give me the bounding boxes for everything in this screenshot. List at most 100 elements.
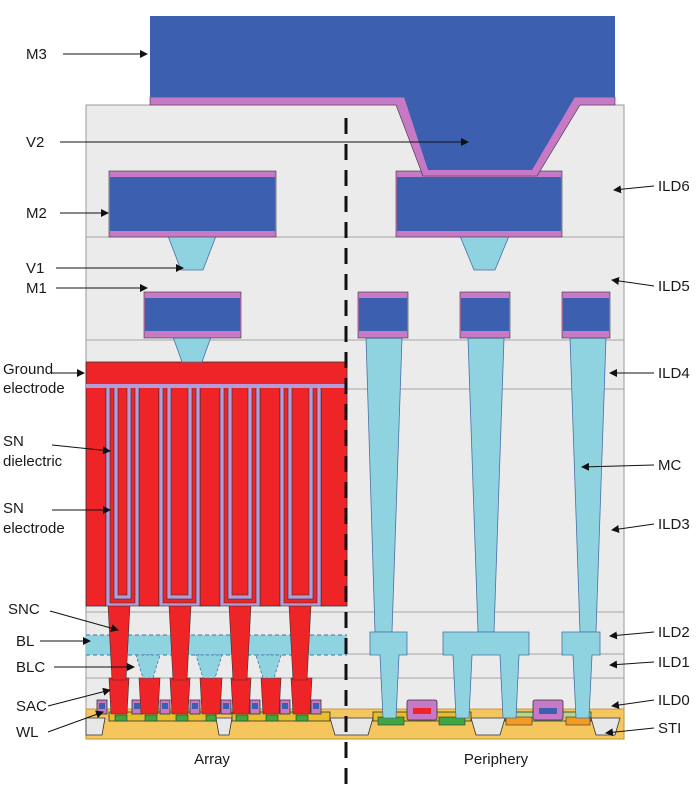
- m1-line: [563, 298, 609, 331]
- word-line-core: [134, 703, 140, 709]
- bit-line-contact: [135, 654, 161, 679]
- capacitor-array: [85, 361, 348, 607]
- word-line-core: [99, 703, 105, 709]
- storage-node-contact: [168, 604, 192, 681]
- word-line-core: [313, 703, 319, 709]
- sti-trench: [470, 717, 506, 736]
- label-sn-electrode-line1: SN: [3, 500, 24, 517]
- label-v1: V1: [26, 260, 44, 277]
- label-blc: BLC: [16, 659, 45, 676]
- periphery-landing-pad: [442, 631, 530, 719]
- ground-electrode-fill: [117, 385, 128, 596]
- leader-sti: [605, 727, 655, 737]
- label-v2: V2: [26, 134, 44, 151]
- label-sn-electrode-line2: electrode: [3, 520, 65, 537]
- label-bl: BL: [16, 633, 34, 650]
- periphery-transistors: [377, 699, 591, 726]
- region-label-periphery: Periphery: [464, 751, 529, 768]
- word-line-core: [252, 703, 258, 709]
- storage-node-contact: [288, 604, 312, 681]
- ground-electrode-finger: [320, 385, 348, 607]
- periphery-landing-pad: [369, 631, 408, 719]
- array-contact-diffusion: [235, 714, 249, 722]
- sti-trench: [215, 717, 233, 736]
- array-contact-diffusion: [114, 714, 128, 722]
- label-sac: SAC: [16, 698, 47, 715]
- m1-line: [145, 298, 240, 331]
- m1-line: [461, 298, 509, 331]
- region-label-array: Array: [194, 751, 230, 768]
- leader-mc: [581, 462, 655, 471]
- self-aligned-contact: [290, 677, 313, 715]
- sn-dielectric-top-liner: [86, 384, 347, 388]
- leader-snc: [49, 610, 119, 632]
- m2-layer: [108, 170, 563, 238]
- ground-electrode-fill: [170, 385, 189, 596]
- sti-trench: [85, 717, 106, 736]
- leader-wl: [47, 710, 104, 733]
- m2-line: [110, 177, 275, 231]
- bit-line-contact: [195, 654, 223, 679]
- word-line-core: [162, 703, 168, 709]
- leader-ild3: [611, 523, 655, 533]
- periphery-contact-right: [505, 716, 533, 726]
- leader-ild1: [609, 660, 655, 669]
- word-line-core: [223, 703, 229, 709]
- label-m3: M3: [26, 46, 47, 63]
- self-aligned-contact: [169, 677, 191, 715]
- m3-metal: [150, 16, 615, 170]
- array-contact-diffusion: [205, 714, 217, 722]
- leader-ild5: [611, 277, 655, 287]
- label-ild0: ILD0: [658, 692, 690, 709]
- word-line-core: [192, 703, 198, 709]
- ground-electrode-finger: [85, 385, 107, 607]
- bit-line: [86, 635, 347, 655]
- m1-layer: [143, 291, 611, 339]
- m3-v2-layer: [149, 16, 616, 177]
- array-contact-diffusion: [175, 714, 189, 722]
- right-leader-lines: [581, 185, 655, 737]
- ground-electrode-finger: [259, 385, 281, 607]
- label-m1: M1: [26, 280, 47, 297]
- ground-electrode-plate: [85, 361, 348, 387]
- label-ground-electrode-line1: Ground: [3, 361, 53, 378]
- self-aligned-contact: [138, 677, 161, 715]
- leader-ild6: [613, 185, 655, 194]
- storage-node-contact: [107, 604, 131, 681]
- left-labels: M3 V2 M2 V1 M1 Ground electrode SN diele…: [3, 46, 65, 741]
- label-ild2: ILD2: [658, 624, 690, 641]
- label-m2: M2: [26, 205, 47, 222]
- self-aligned-contact: [230, 677, 252, 715]
- label-sti: STI: [658, 720, 681, 737]
- sti-trench: [329, 717, 374, 736]
- label-sn-dielectric-line2: dielectric: [3, 453, 63, 470]
- label-ild5: ILD5: [658, 278, 690, 295]
- label-ild6: ILD6: [658, 178, 690, 195]
- ground-electrode-fill: [291, 385, 310, 596]
- m1-line: [359, 298, 407, 331]
- label-mc: MC: [658, 457, 681, 474]
- label-wl: WL: [16, 724, 39, 741]
- storage-node-contact: [228, 604, 252, 681]
- periphery-landing-pad: [561, 631, 601, 719]
- ground-electrode-finger: [199, 385, 221, 607]
- periphery-gate-core: [539, 708, 557, 714]
- left-leader-lines: [40, 50, 469, 733]
- label-ild4: ILD4: [658, 365, 690, 382]
- ground-electrode-fill: [231, 385, 249, 596]
- self-aligned-contact: [260, 677, 282, 715]
- leader-ild2: [609, 631, 655, 640]
- array-contact-diffusion: [295, 714, 309, 722]
- metal-contacts: [365, 337, 607, 719]
- array-contact-diffusion: [144, 714, 158, 722]
- label-ild3: ILD3: [658, 516, 690, 533]
- right-labels: ILD6 ILD5 ILD4 MC ILD3 ILD2 ILD1 ILD0 ST…: [658, 178, 690, 737]
- bit-line-contact: [255, 654, 282, 679]
- label-ground-electrode-line2: electrode: [3, 380, 65, 397]
- periphery-contact-left: [438, 716, 466, 726]
- label-sn-dielectric-line1: SN: [3, 433, 24, 450]
- self-aligned-contact: [108, 677, 130, 715]
- m2-line: [397, 177, 561, 231]
- label-snc: SNC: [8, 601, 40, 618]
